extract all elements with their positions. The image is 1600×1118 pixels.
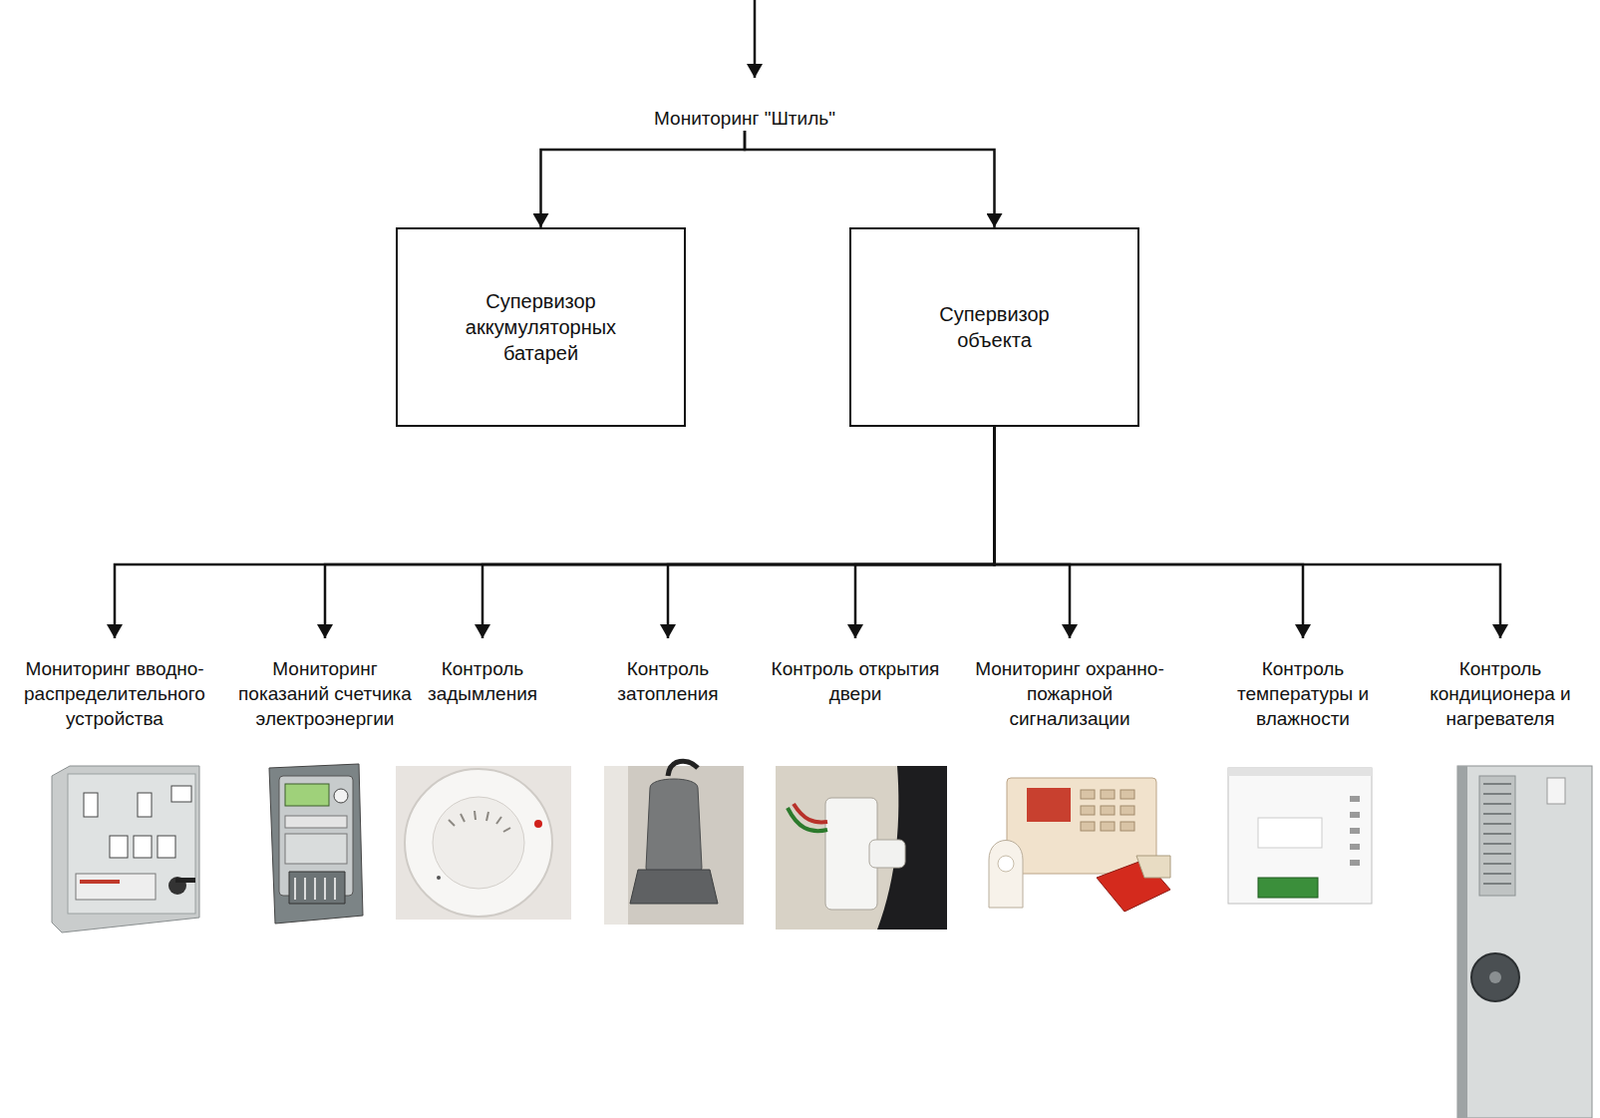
- node-label: Мониторинг вводно- распределительного ус…: [3, 655, 226, 731]
- connector-arrow: [994, 426, 1071, 639]
- node-label: Мониторинг показаний счетчика электроэне…: [230, 655, 420, 731]
- function-node: Мониторинг охранно-пожарной сигнализации: [967, 638, 1173, 731]
- system-title-node: Мониторинг "Штиль": [585, 105, 905, 131]
- node-label: Контроль открытия двери: [769, 655, 942, 706]
- door-sensor-picture: [775, 765, 948, 930]
- node-label: Контроль затопления: [603, 655, 733, 706]
- connector-arrow: [744, 130, 995, 228]
- box-label: Супервизор объекта: [900, 301, 1090, 353]
- connector-arrow: [667, 426, 995, 639]
- function-node: Контроль температуры и влажности: [1228, 638, 1378, 731]
- flood-sensor-picture: [604, 760, 744, 925]
- alarm-panel-picture: [988, 777, 1171, 912]
- incoming-arrow: [753, 0, 757, 78]
- function-node: Контроль затопления: [603, 638, 733, 706]
- connector-arrow: [324, 426, 995, 639]
- box-label: Супервизор аккумуляторных батарей: [446, 288, 637, 366]
- function-node: Мониторинг вводно- распределительного ус…: [3, 638, 226, 731]
- distribution-device-picture: [51, 765, 200, 933]
- connector-arrow: [541, 130, 746, 228]
- supervisor-box: Супервизор объекта: [849, 227, 1140, 427]
- node-label: Контроль температуры и влажности: [1228, 655, 1378, 731]
- air-conditioner-picture: [1457, 765, 1593, 1118]
- connector-arrow: [482, 426, 995, 639]
- supervisor-box: Супервизор аккумуляторных батарей: [395, 227, 686, 427]
- node-label: Контроль задымления: [420, 655, 545, 706]
- temperature-sensor-picture: [1228, 767, 1372, 904]
- electricity-meter-picture: [269, 763, 363, 924]
- function-node: Контроль открытия двери: [769, 638, 942, 706]
- connector-arrow: [994, 426, 1502, 639]
- connector-arrow: [855, 426, 995, 639]
- node-label: Мониторинг "Штиль": [585, 105, 905, 131]
- connector-arrow: [114, 426, 995, 639]
- function-node: Контроль задымления: [420, 638, 545, 706]
- smoke-detector-picture: [395, 765, 572, 920]
- connector-arrow: [994, 426, 1304, 639]
- node-label: Контроль кондиционера и нагревателя: [1410, 655, 1591, 731]
- node-label: Мониторинг охранно-пожарной сигнализации: [967, 655, 1173, 731]
- function-node: Мониторинг показаний счетчика электроэне…: [230, 638, 420, 731]
- function-node: Контроль кондиционера и нагревателя: [1410, 638, 1591, 731]
